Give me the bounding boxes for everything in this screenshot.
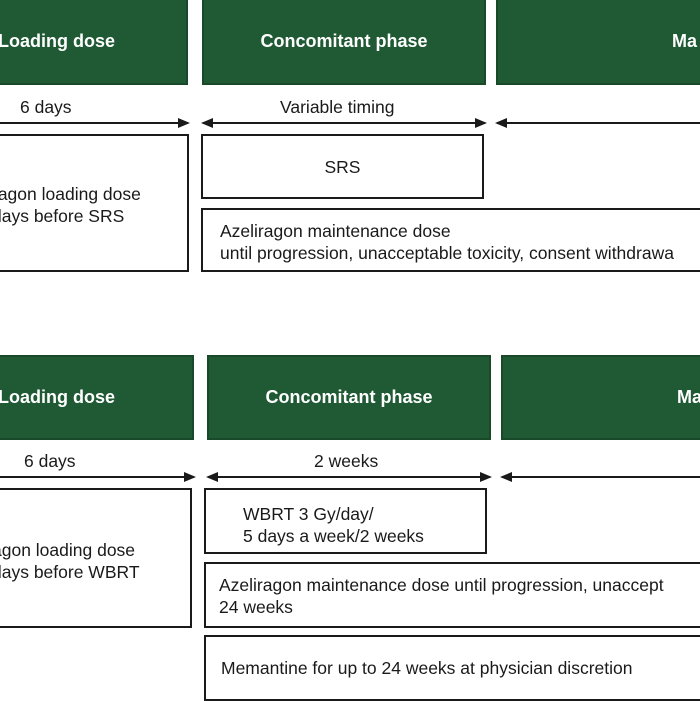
loading-dose-text: ragon loading dose [0,184,141,204]
memantine-box: Memantine for up to 24 weeks at physicia… [204,635,700,701]
phase-label: Ma [672,31,698,51]
phase-label: Loading dose [0,387,115,407]
maintenance-dose-box-top: Azeliragon maintenance dose until progre… [201,208,700,272]
maintenance-dose-text: Azeliragon maintenance dose [220,221,451,241]
duration-arrow-loading-top [0,118,190,128]
duration-label-loading-top: 6 days [20,97,72,117]
phase-header-maintenance-top: Ma [496,0,700,85]
phase-label: Ma [677,387,700,407]
phase-header-maintenance-bottom: Ma [501,355,700,440]
maintenance-dose-text: until progression, unacceptable toxicity… [220,243,674,263]
duration-label-concomitant-bottom: 2 weeks [314,451,379,471]
maintenance-dose-text: 24 weeks [219,597,293,617]
loading-dose-box-bottom: agon loading dose days before WBRT [0,488,192,628]
phase-header-loading-top: Loading dose [0,0,188,85]
loading-dose-text: days before WBRT [0,562,140,582]
phase-label: Loading dose [0,31,115,51]
duration-arrow-concomitant-top [201,118,487,128]
phase-header-concomitant-top: Concomitant phase [202,0,486,85]
phase-label: Concomitant phase [265,387,433,407]
srs-text: SRS [324,156,361,177]
duration-arrow-maintenance-top [495,118,700,128]
duration-label-loading-bottom: 6 days [24,451,76,471]
wbrt-text: 5 days a week/2 weeks [243,526,424,546]
maintenance-dose-box-bottom: Azeliragon maintenance dose until progre… [204,562,700,628]
duration-arrow-concomitant-bottom [206,472,492,482]
duration-label-concomitant-top: Variable timing [280,97,395,117]
duration-arrow-loading-bottom [0,472,196,482]
wbrt-box: WBRT 3 Gy/day/ 5 days a week/2 weeks [204,488,487,554]
srs-box: SRS [201,134,484,199]
phase-header-loading-bottom: Loading dose [0,355,194,440]
phase-label: Concomitant phase [260,31,428,51]
loading-dose-box-top: ragon loading dose days before SRS [0,134,189,272]
memantine-text: Memantine for up to 24 weeks at physicia… [221,658,633,678]
maintenance-dose-text: Azeliragon maintenance dose until progre… [219,575,664,595]
wbrt-text: WBRT 3 Gy/day/ [243,504,374,524]
loading-dose-text: agon loading dose [0,540,136,560]
loading-dose-text: days before SRS [0,206,125,226]
phase-header-concomitant-bottom: Concomitant phase [207,355,491,440]
duration-arrow-maintenance-bottom [500,472,700,482]
